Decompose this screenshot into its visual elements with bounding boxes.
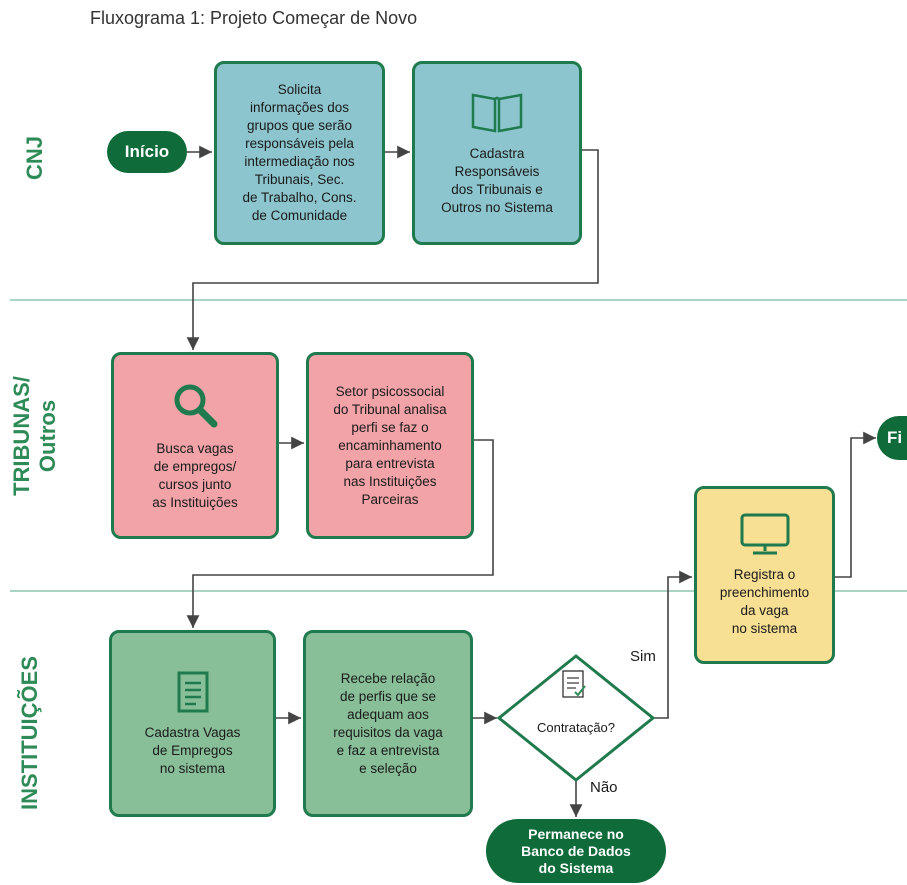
- edge-label-nao: Não: [590, 779, 618, 796]
- lane-divider-2: [10, 590, 907, 592]
- process-recebe-relacao-text: Recebe relação de perfis que se adequam …: [333, 670, 443, 776]
- page-title: Fluxograma 1: Projeto Começar de Novo: [90, 8, 418, 28]
- decision-diamond: [496, 654, 656, 782]
- edge-setor-cadastravagas: [186, 439, 494, 628]
- process-busca-vagas: Busca vagas de empregos/ cursos junto as…: [111, 352, 279, 539]
- end-node: Fi: [877, 416, 907, 460]
- edge-sim: [653, 570, 692, 719]
- edge-registra-fim: [835, 431, 876, 578]
- edge-cadastra-busca: [186, 149, 599, 350]
- process-cadastra-responsaveis: Cadastra Responsáveis dos Tribunais e Ou…: [412, 61, 582, 245]
- checklist-icon: [562, 670, 586, 698]
- process-cadastra-responsaveis-text: Cadastra Responsáveis dos Tribunais e Ou…: [441, 146, 553, 215]
- lane-divider-1: [10, 299, 907, 301]
- magnifier-icon: [174, 384, 218, 427]
- process-recebe-relacao: Recebe relação de perfis que se adequam …: [303, 630, 473, 817]
- process-registra-text: Registra o preenchimento da vaga no sist…: [719, 567, 810, 636]
- process-registra: Registra o preenchimento da vaga no sist…: [694, 486, 835, 664]
- process-setor-psicossocial-text: Setor psicossocial do Tribunal analisa p…: [333, 383, 447, 507]
- process-setor-psicossocial: Setor psicossocial do Tribunal analisa p…: [306, 352, 474, 539]
- book-icon: [471, 93, 523, 133]
- process-busca-vagas-text: Busca vagas de empregos/ cursos junto as…: [152, 440, 238, 510]
- monitor-icon: [740, 513, 789, 555]
- process-cadastra-vagas-text: Cadastra Vagas de Empregos no sistema: [144, 724, 241, 776]
- document-icon: [177, 671, 208, 712]
- start-node: Início: [107, 131, 187, 173]
- decision-label: Contratação?: [536, 720, 616, 735]
- process-solicita-text: Solicita informações dos grupos que serã…: [242, 82, 357, 223]
- process-cadastra-vagas: Cadastra Vagas de Empregos no sistema: [109, 630, 276, 817]
- outcome-permanece: Permanece no Banco de Dados do Sistema: [486, 819, 666, 883]
- process-solicita: Solicita informações dos grupos que serã…: [214, 61, 385, 245]
- edge-label-sim: Sim: [630, 648, 656, 665]
